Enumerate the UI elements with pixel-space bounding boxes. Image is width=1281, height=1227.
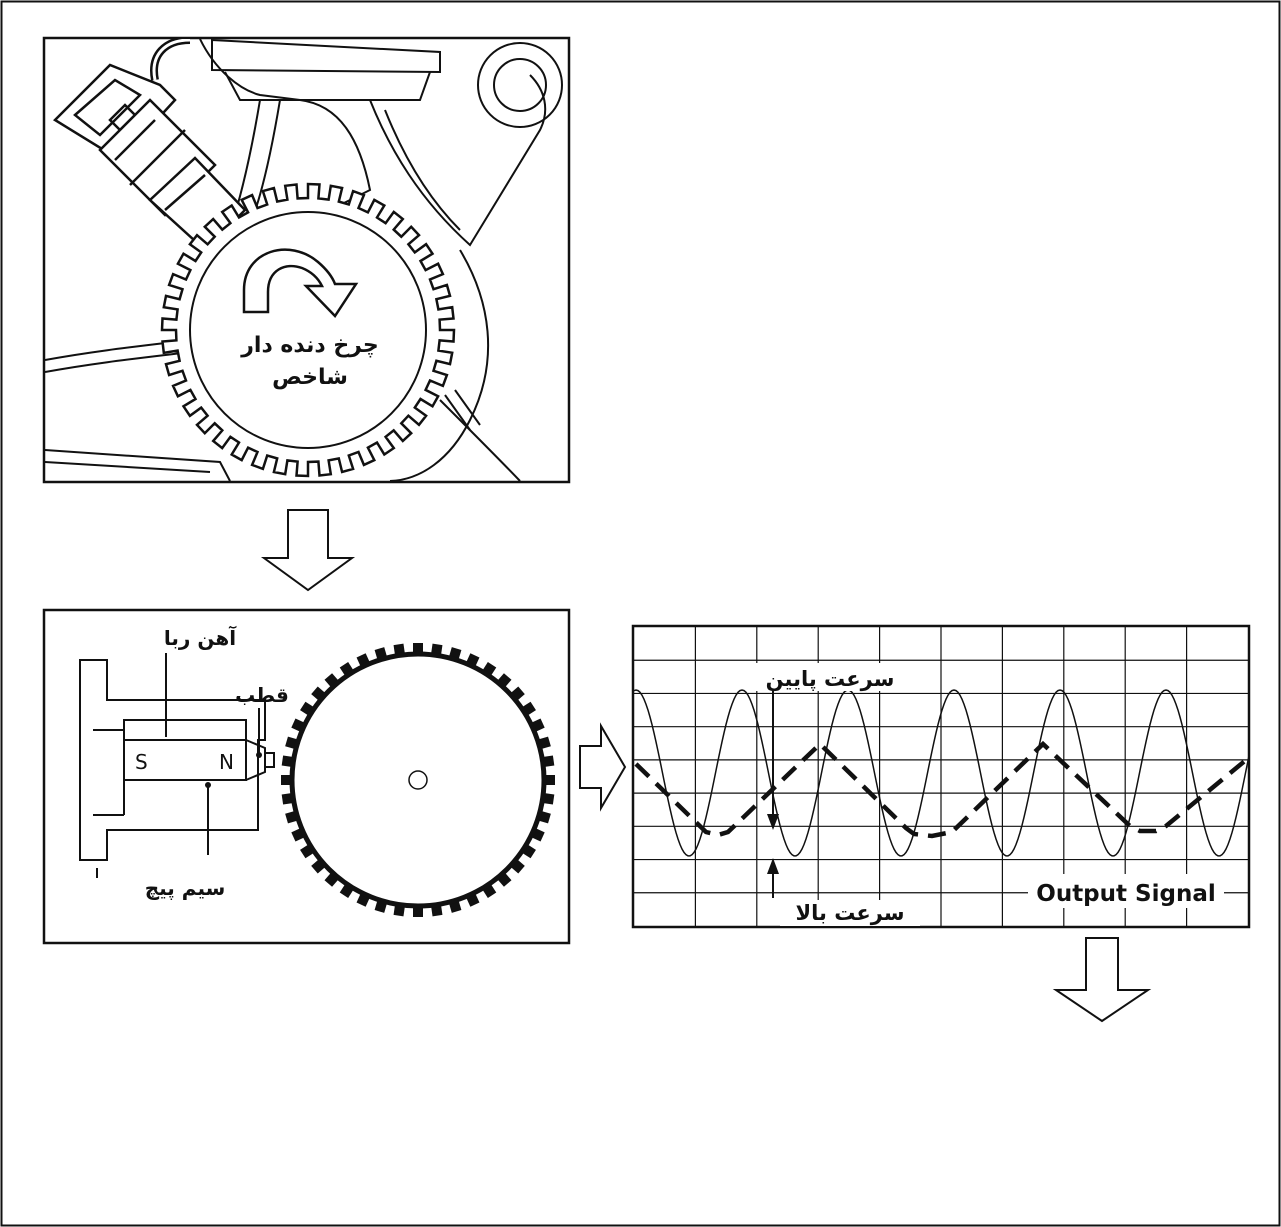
high-speed-label: سرعت بالا xyxy=(795,901,904,925)
low-speed-label: سرعت پایین xyxy=(766,667,895,691)
down-arrow-icon xyxy=(1052,937,1152,1023)
bolt-boss-inner xyxy=(493,58,547,112)
output-signal-label-bg xyxy=(1028,874,1224,908)
coil-label: سیم پیچ xyxy=(145,876,226,901)
down-arrow-icon xyxy=(260,509,356,592)
housing-lower-inner xyxy=(439,399,521,481)
rotation-arrow-icon xyxy=(242,248,359,318)
pole-tip-end xyxy=(264,752,275,768)
high-speed-label-bg xyxy=(780,900,920,926)
gear-tooth xyxy=(413,903,423,917)
tone-wheel-panel: چرخ دنده دار شاخص xyxy=(42,36,571,484)
reluctor-wheel-hub xyxy=(408,770,428,790)
high-speed-arrowhead xyxy=(767,858,779,874)
sensor-principle-panel: S N آهن ربا قطب سیم پیچ xyxy=(42,608,571,945)
tone-wheel-label-line2: شاخص xyxy=(272,365,348,390)
north-pole-label: N xyxy=(219,750,234,774)
low-speed-arrowhead xyxy=(767,814,779,830)
low-speed-signal-wave xyxy=(634,740,1248,839)
output-signal-panel: سرعت پایین سرعت بالا Output Signal xyxy=(631,624,1251,929)
south-pole-label: S xyxy=(135,750,148,774)
pole-label: قطب xyxy=(235,683,289,707)
housing-bottom xyxy=(45,449,231,481)
housing-flange xyxy=(211,39,441,74)
housing-slot xyxy=(444,389,481,431)
housing-flange-inner xyxy=(224,71,431,101)
tone-wheel-inner-circle xyxy=(189,211,427,449)
bolt-boss-outer xyxy=(477,42,563,128)
gear-tooth xyxy=(413,643,423,657)
mount-arm-inner xyxy=(384,109,461,231)
sensor-connector xyxy=(52,39,247,252)
high-speed-signal-wave xyxy=(634,689,1248,857)
magnet-label: آهن ربا xyxy=(164,625,237,650)
low-speed-label-bg xyxy=(752,663,912,691)
right-arrow-icon xyxy=(579,722,627,812)
output-signal-label: Output Signal xyxy=(1036,881,1215,907)
tone-wheel-label-line1: چرخ دنده دار xyxy=(240,333,378,358)
